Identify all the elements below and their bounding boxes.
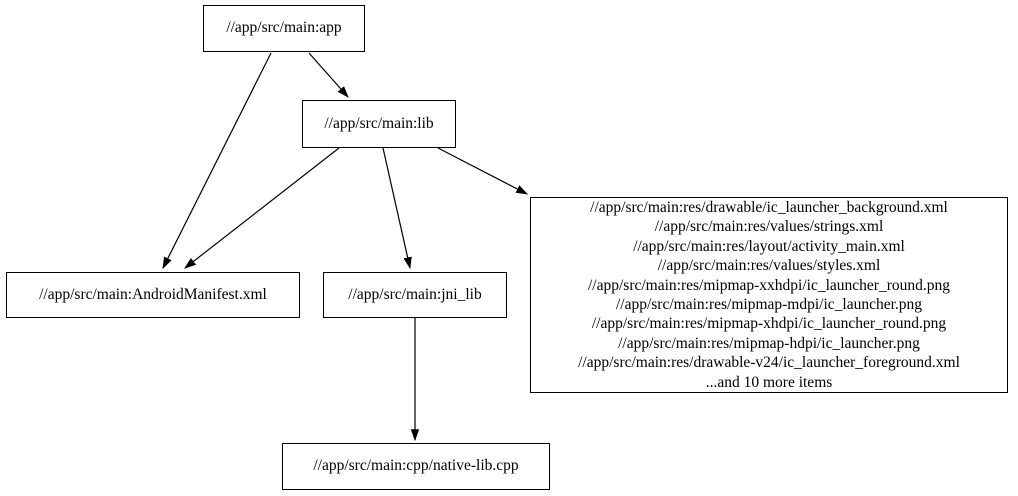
node-app-label: //app/src/main:app (226, 19, 342, 37)
resource-line: //app/src/main:res/mipmap-xhdpi/ic_launc… (591, 315, 947, 333)
resource-line: //app/src/main:res/mipmap-hdpi/ic_launch… (618, 334, 920, 352)
node-app: //app/src/main:app (203, 5, 365, 52)
resource-line: //app/src/main:res/drawable-v24/ic_launc… (578, 354, 960, 372)
node-androidmanifest: //app/src/main:AndroidManifest.xml (6, 272, 300, 318)
node-lib: //app/src/main:lib (302, 100, 456, 148)
node-androidmanifest-label: //app/src/main:AndroidManifest.xml (39, 285, 267, 303)
resource-line: //app/src/main:res/mipmap-mdpi/ic_launch… (615, 296, 923, 313)
resource-line: //app/src/main:res/drawable/ic_launcher_… (590, 198, 948, 216)
edge-app-to-androidmanifest (162, 52, 272, 270)
node-jni-lib: //app/src/main:jni_lib (323, 272, 507, 318)
node-lib-label: //app/src/main:lib (324, 114, 434, 132)
resource-line: //app/src/main:res/mipmap-xxhdpi/ic_laun… (587, 276, 950, 294)
node-native-lib-cpp: //app/src/main:cpp/native-lib.cpp (282, 443, 550, 490)
edge-lib-to-resources (437, 147, 529, 195)
resource-line: //app/src/main:res/layout/activity_main.… (633, 237, 905, 255)
node-resources: //app/src/main:res/drawable/ic_launcher_… (530, 197, 1008, 393)
edge-app-to-lib (308, 52, 349, 98)
edge-lib-to-jni-lib (382, 147, 412, 270)
resource-more-items: ...and 10 more items (705, 373, 833, 391)
edge-lib-to-androidmanifest (184, 147, 340, 269)
node-jni-lib-label: //app/src/main:jni_lib (348, 285, 482, 303)
resource-line: //app/src/main:res/values/strings.xml (654, 218, 884, 236)
resource-line: //app/src/main:res/values/styles.xml (657, 257, 881, 275)
node-native-lib-cpp-label: //app/src/main:cpp/native-lib.cpp (313, 457, 519, 475)
